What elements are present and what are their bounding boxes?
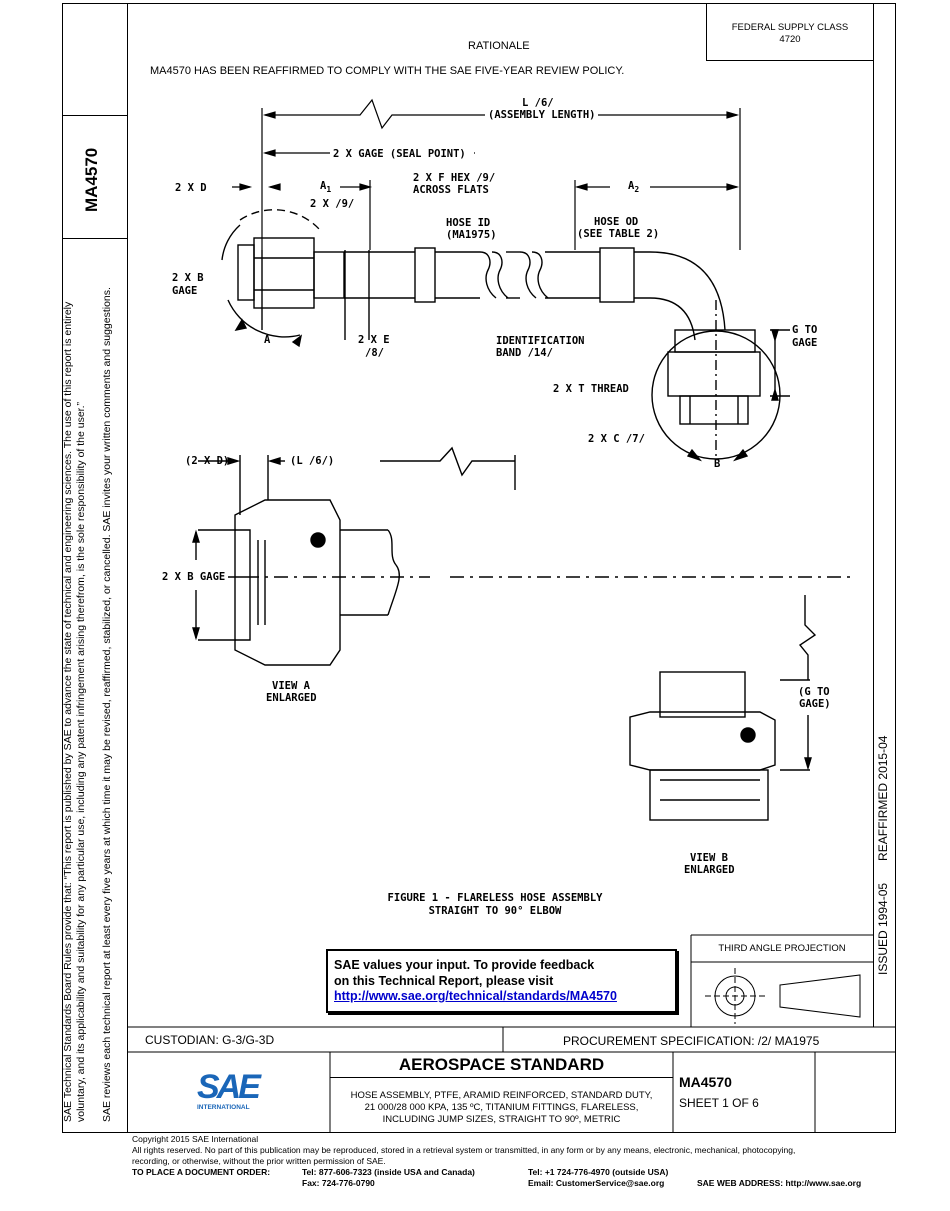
doc-number: MA4570 (679, 1074, 732, 1090)
label-gage: GAGE (172, 285, 198, 297)
label-e-ref: /8/ (365, 347, 384, 359)
label-a1-main: A (320, 180, 327, 192)
right-fitting (651, 300, 790, 462)
feedback-line-2: on this Technical Report, please visit (334, 974, 554, 988)
procurement-spec: PROCUREMENT SPECIFICATION: /2/ MA1975 (563, 1034, 820, 1048)
third-angle-symbol (705, 968, 861, 1024)
footer-email: Email: CustomerService@sae.org (528, 1178, 665, 1188)
title-block-lines (128, 934, 896, 1133)
footer-order-label: TO PLACE A DOCUMENT ORDER: (132, 1167, 271, 1177)
label-2xb-gage: 2 X B GAGE (162, 571, 226, 583)
label-across-flats: ACROSS FLATS (413, 184, 489, 196)
label-paren-l: (L /6/) (290, 455, 335, 467)
label-g-to: G TO (792, 324, 818, 336)
label-gage-seal: 2 X GAGE (SEAL POINT) (333, 148, 466, 160)
footer-tel-usa: Tel: 877-606-7323 (inside USA and Canada… (302, 1167, 475, 1177)
label-2x9: 2 X /9/ (310, 198, 355, 210)
desc-line-1: HOSE ASSEMBLY, PTFE, ARAMID REINFORCED, … (350, 1090, 653, 1101)
left-fitting (221, 209, 726, 348)
footer-rights-2: recording, or otherwise, without the pri… (132, 1156, 386, 1166)
left-margin-divider-1 (62, 115, 128, 116)
label-view-b-marker: B (714, 458, 721, 470)
fsc-value: 4720 (779, 34, 801, 45)
label-a1: A1 (320, 180, 331, 194)
label-a2-sub: 2 (634, 185, 640, 195)
label-ma1975: (MA1975) (446, 229, 497, 241)
view-a-drawing (192, 446, 850, 666)
label-see-table: (SEE TABLE 2) (577, 228, 660, 240)
label-paren-gage: GAGE) (799, 698, 831, 710)
label-2xd: 2 X D (175, 182, 207, 194)
label-ident-band: IDENTIFICATION (496, 335, 585, 347)
label-f-hex: 2 X F HEX /9/ (413, 172, 496, 184)
feedback-link[interactable]: http://www.sae.org/technical/standards/M… (334, 989, 617, 1003)
custodian: CUSTODIAN: G-3/G-3D (145, 1033, 275, 1047)
footer-rights-1: All rights reserved. No part of this pub… (132, 1145, 796, 1155)
footer-web: SAE WEB ADDRESS: http://www.sae.org (697, 1178, 862, 1188)
label-view-b: VIEW B (690, 852, 728, 864)
sheet-number: SHEET 1 OF 6 (679, 1096, 759, 1110)
footer-fax: Fax: 724-776-0790 (302, 1178, 375, 1188)
label-2xe: 2 X E (358, 334, 390, 346)
label-a2: A2 (628, 180, 639, 194)
label-2xc: 2 X C /7/ (588, 433, 645, 445)
label-assembly-length: (ASSEMBLY LENGTH) (488, 109, 596, 121)
sae-logo-text: SAE (197, 1068, 261, 1106)
figure-title: FIGURE 1 - FLARELESS HOSE ASSEMBLY (387, 892, 603, 904)
aerospace-standard: AEROSPACE STANDARD (398, 1055, 605, 1074)
label-enlarged-a: ENLARGED (266, 692, 317, 704)
label-a1-sub: 1 (326, 185, 332, 195)
label-l: L /6/ (522, 97, 554, 109)
sae-logo-sub: INTERNATIONAL (197, 1104, 250, 1111)
feedback-box (326, 949, 677, 1013)
label-view-a-marker: A (264, 334, 271, 346)
label-hose-od: HOSE OD (594, 216, 639, 228)
sheet-frame (62, 3, 896, 1133)
label-paren-d: (2 X D) (185, 455, 230, 467)
left-margin-divider-2 (62, 238, 128, 239)
label-g-gage: GAGE (792, 337, 818, 349)
aerospace-underline (330, 1077, 673, 1078)
desc-line-3: INCLUDING JUMP SIZES, STRAIGHT TO 90º, M… (382, 1114, 621, 1125)
left-divider-line (127, 3, 128, 1133)
figure-subtitle: STRAIGHT TO 90° ELBOW (428, 905, 562, 917)
label-a2-main: A (628, 180, 635, 192)
footer-copyright: Copyright 2015 SAE International (132, 1134, 259, 1144)
fsc-box (706, 3, 874, 61)
rationale-title: RATIONALE (468, 40, 530, 52)
fsc-label: FEDERAL SUPPLY CLASS (731, 22, 849, 33)
l-dimension-line (232, 98, 741, 250)
third-angle-label: THIRD ANGLE PROJECTION (718, 943, 846, 954)
sae-logo: SAE INTERNATIONAL (197, 1070, 267, 1116)
label-enlarged-b: ENLARGED (684, 864, 735, 876)
view-b-drawing (629, 595, 817, 821)
feedback-line-1: SAE values your input. To provide feedba… (334, 958, 595, 972)
label-t-thread: 2 X T THREAD (553, 383, 629, 395)
right-margin-line (873, 3, 874, 1027)
footer-tel-intl: Tel: +1 724-776-4970 (outside USA) (528, 1167, 669, 1177)
label-2xb: 2 X B (172, 272, 204, 284)
desc-line-2: 21 000/28 000 KPA, 135 ºC, TITANIUM FITT… (364, 1102, 639, 1113)
label-hose-id: HOSE ID (446, 217, 491, 229)
label-view-a: VIEW A (272, 680, 310, 692)
rationale-text: MA4570 HAS BEEN REAFFIRMED TO COMPLY WIT… (150, 65, 625, 77)
label-band-ref: BAND /14/ (496, 347, 553, 359)
label-paren-g-to: (G TO (798, 686, 830, 698)
